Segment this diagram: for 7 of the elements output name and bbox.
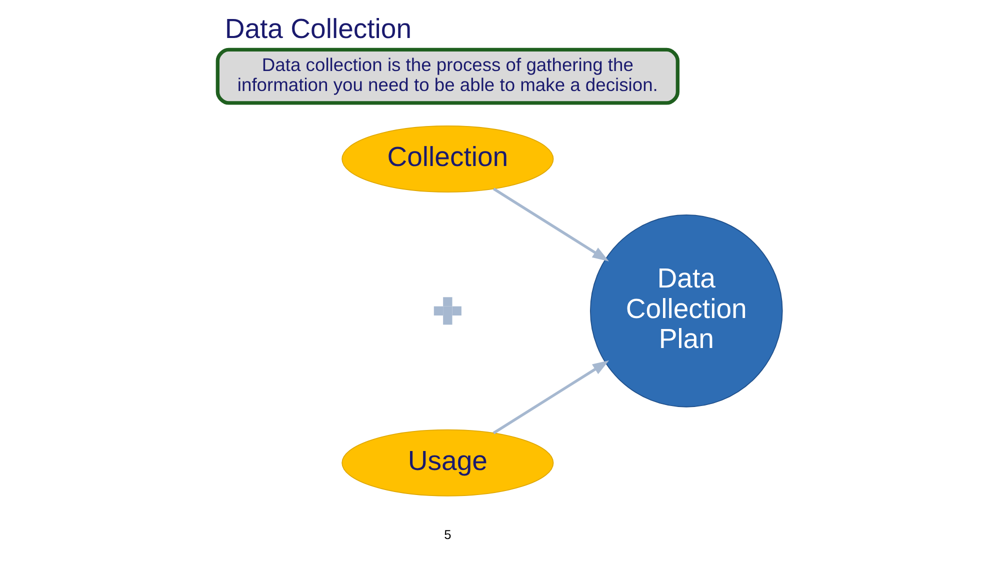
- node-ellipse: Collection: [342, 125, 554, 192]
- arrow: [492, 360, 610, 434]
- node-ellipse: Usage: [342, 429, 554, 496]
- node-box: Data collection is the process of gathering the information you need to be able to make a decision.: [216, 48, 680, 105]
- label: 5: [444, 526, 452, 542]
- diagram-title: Data Collection: [224, 12, 412, 44]
- arrow: [492, 188, 609, 262]
